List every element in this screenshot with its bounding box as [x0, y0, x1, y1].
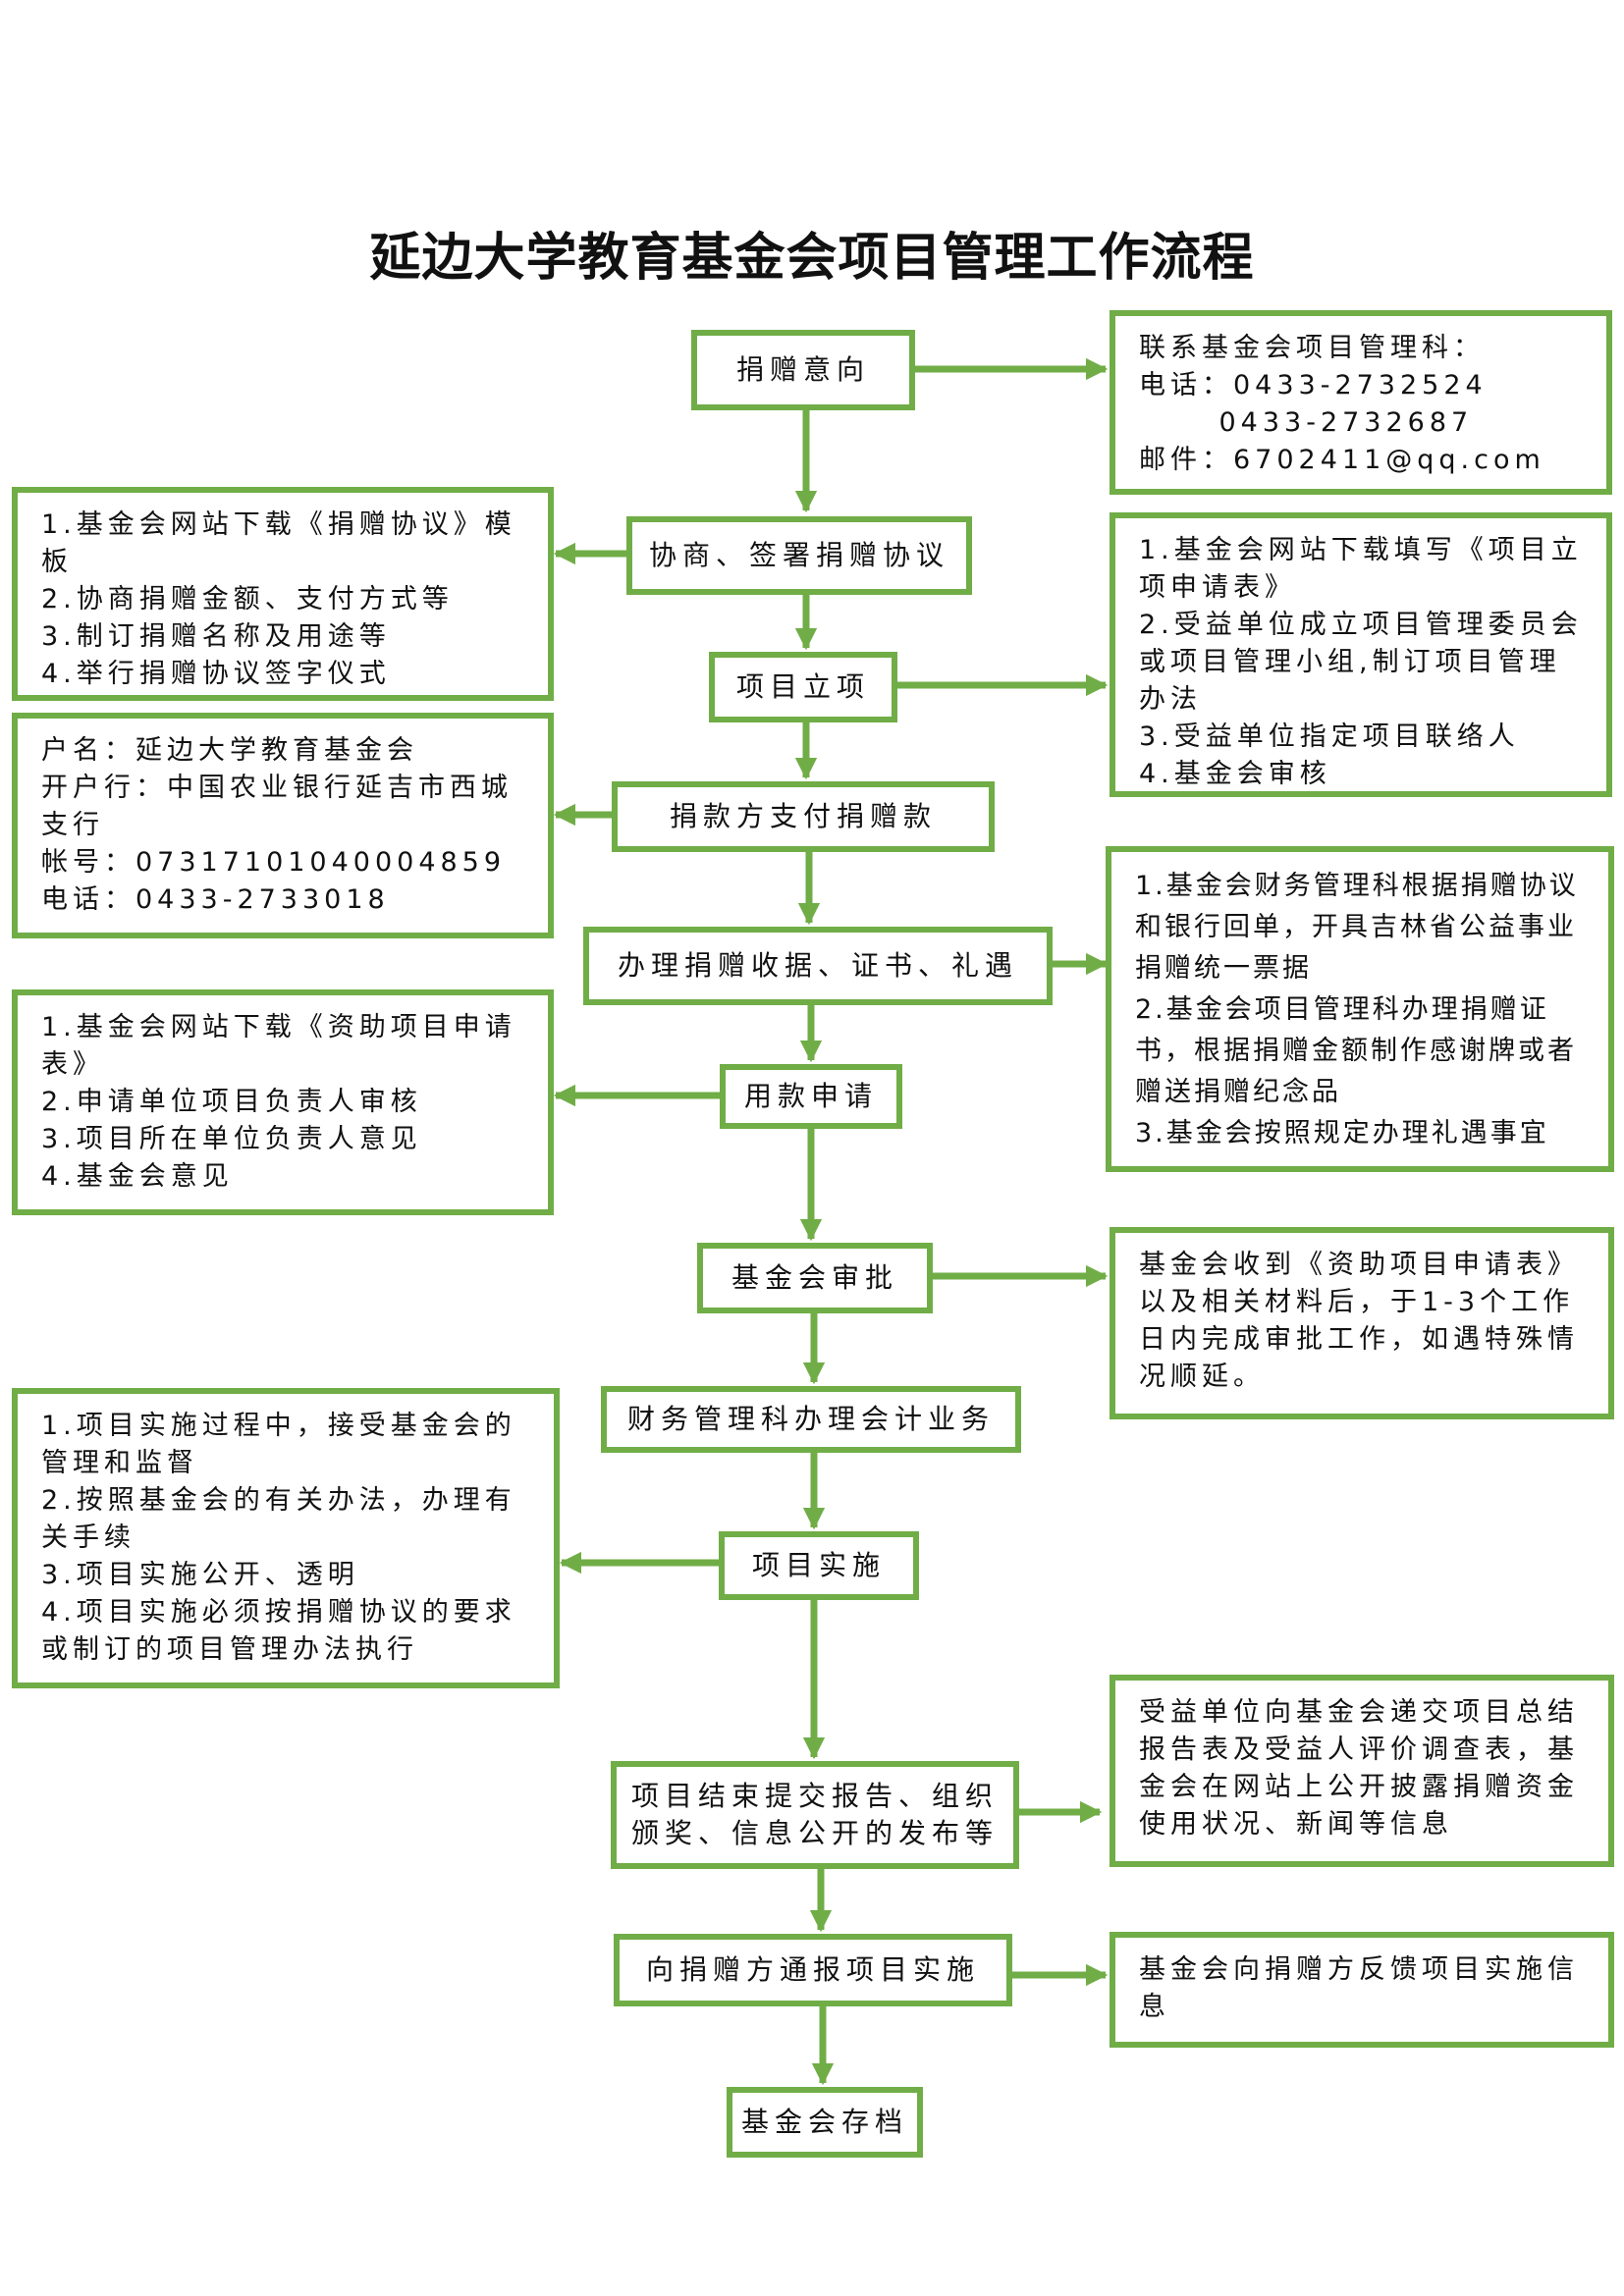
note-line: 帐号：07317101040004859: [41, 847, 507, 878]
note-line: 3.项目实施公开、透明: [41, 1560, 359, 1590]
note-line: 3.制订捐赠名称及用途等: [41, 621, 391, 652]
note-feedback: 基金会向捐赠方反馈项目实施信息: [1110, 1932, 1614, 2048]
note-line: 3.项目所在单位负责人意见: [41, 1124, 422, 1154]
note-line: 0433-2732687: [1139, 407, 1474, 438]
note-line: 2.按照基金会的有关办法，办理有关手续: [41, 1485, 516, 1553]
note-line: 4.基金会意见: [41, 1161, 234, 1192]
note-line: 1.基金会网站下载填写《项目立项申请表》: [1139, 535, 1583, 603]
note-agreement-steps: 1.基金会网站下载《捐赠协议》模板 2.协商捐赠金额、支付方式等 3.制订捐赠名…: [12, 487, 554, 701]
step-fund-application: 用款申请: [720, 1064, 902, 1129]
note-line: 4.举行捐赠协议签字仪式: [41, 659, 391, 689]
note-line: 2.受益单位成立项目管理委员会或项目管理小组,制订项目管理办法: [1139, 610, 1583, 715]
note-contact: 联系基金会项目管理科： 电话：0433-2732524 0433-2732687…: [1110, 310, 1612, 495]
step-archive: 基金会存档: [727, 2087, 923, 2158]
note-line: 户名：延边大学教育基金会: [41, 735, 418, 766]
note-line: 4.基金会审核: [1139, 759, 1331, 789]
note-line: 2.申请单位项目负责人审核: [41, 1087, 422, 1117]
note-line: 电话：0433-2732524: [1139, 370, 1488, 400]
note-line: 基金会向捐赠方反馈项目实施信息: [1139, 1954, 1579, 2022]
note-line: 1.基金会网站下载《捐赠协议》模板: [41, 509, 516, 577]
note-line: 1.项目实施过程中，接受基金会的管理和监督: [41, 1411, 516, 1478]
note-setup-steps: 1.基金会网站下载填写《项目立项申请表》 2.受益单位成立项目管理委员会或项目管…: [1110, 512, 1612, 797]
step-negotiate-sign: 协商、签署捐赠协议: [626, 516, 972, 595]
note-line: 3.基金会按照规定办理礼遇事宜: [1135, 1118, 1549, 1148]
note-line: 1.基金会财务管理科根据捐赠协议和银行回单，开具吉林省公益事业捐赠统一票据: [1135, 871, 1579, 984]
page-title: 延边大学教育基金会项目管理工作流程: [369, 229, 1255, 288]
step-project-implementation: 项目实施: [719, 1531, 919, 1600]
step-donor-payment: 捐款方支付捐赠款: [612, 781, 995, 852]
step-finance-accounting: 财务管理科办理会计业务: [601, 1386, 1021, 1453]
step-project-completion: 项目结束提交报告、组织 颁奖、信息公开的发布等: [611, 1761, 1019, 1869]
note-line: 电话：0433-2733018: [41, 884, 390, 915]
note-receipt-steps: 1.基金会财务管理科根据捐赠协议和银行回单，开具吉林省公益事业捐赠统一票据 2.…: [1106, 846, 1614, 1172]
step-donation-intent: 捐赠意向: [691, 330, 915, 410]
note-line: 联系基金会项目管理科：: [1139, 333, 1485, 363]
note-application-steps: 1.基金会网站下载《资助项目申请表》 2.申请单位项目负责人审核 3.项目所在单…: [12, 989, 554, 1215]
note-completion: 受益单位向基金会递交项目总结报告表及受益人评价调查表，基金会在网站上公开披露捐赠…: [1110, 1675, 1614, 1867]
note-line: 邮件：6702411@qq.com: [1139, 445, 1545, 475]
step-project-setup: 项目立项: [709, 652, 897, 722]
step-foundation-approval: 基金会审批: [697, 1243, 933, 1313]
step-receipt-certificate: 办理捐赠收据、证书、礼遇: [583, 927, 1053, 1005]
note-line: 2.基金会项目管理科办理捐赠证书，根据捐赠金额制作感谢牌或者赠送捐赠纪念品: [1135, 994, 1577, 1107]
note-line: 4.项目实施必须按捐赠协议的要求或制订的项目管理办法执行: [41, 1597, 516, 1665]
note-line: 受益单位向基金会递交项目总结报告表及受益人评价调查表，基金会在网站上公开披露捐赠…: [1139, 1697, 1579, 1840]
note-line: 开户行：中国农业银行延吉市西城支行: [41, 773, 513, 840]
note-line: 2.协商捐赠金额、支付方式等: [41, 584, 454, 614]
note-line: 基金会收到《资助项目申请表》以及相关材料后，于1-3个工作日内完成审批工作，如遇…: [1139, 1250, 1579, 1392]
note-approval: 基金会收到《资助项目申请表》以及相关材料后，于1-3个工作日内完成审批工作，如遇…: [1110, 1227, 1614, 1419]
step-report-to-donor: 向捐赠方通报项目实施: [614, 1934, 1012, 2006]
note-implementation-steps: 1.项目实施过程中，接受基金会的管理和监督 2.按照基金会的有关办法，办理有关手…: [12, 1388, 560, 1688]
note-bank-account: 户名：延边大学教育基金会 开户行：中国农业银行延吉市西城支行 帐号：073171…: [12, 713, 554, 938]
note-line: 1.基金会网站下载《资助项目申请表》: [41, 1012, 516, 1080]
note-line: 3.受益单位指定项目联络人: [1139, 721, 1520, 752]
